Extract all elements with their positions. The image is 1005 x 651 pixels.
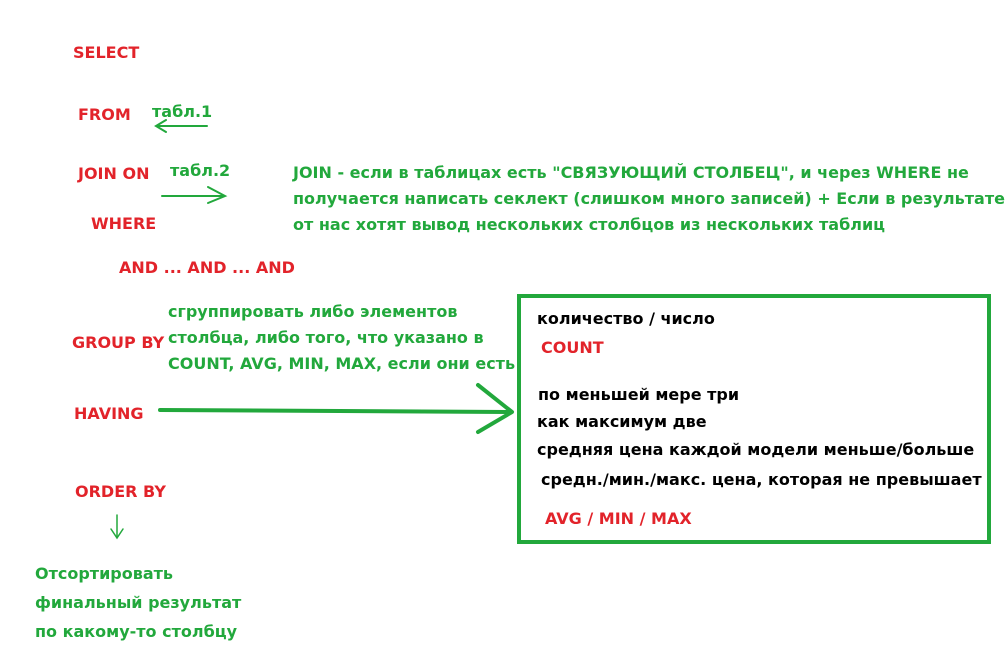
- box-at-most-two: как максимум две: [537, 412, 707, 431]
- join-note-line: получается написать секлект (слишком мно…: [293, 189, 1005, 208]
- having-arrow-icon: [158, 383, 514, 434]
- join-arrow-icon: [161, 186, 228, 204]
- join-note: JOIN - если в таблицах есть "СВЯЗУЮЩИЙ С…: [293, 160, 1005, 238]
- keyword-group-by: GROUP BY: [72, 333, 165, 352]
- box-quantity: количество / число: [537, 309, 715, 328]
- order-note-line: Отсортировать: [35, 564, 174, 583]
- keyword-where: WHERE: [91, 214, 157, 233]
- group-note: сгруппировать либо элементов столбца, ли…: [168, 299, 515, 377]
- box-agg-funcs: AVG / MIN / MAX: [545, 509, 692, 528]
- having-box: [517, 294, 991, 544]
- keyword-having: HAVING: [74, 404, 144, 423]
- note-table2: табл.2: [170, 161, 231, 180]
- join-note-line: от нас хотят вывод нескольких столбцов и…: [293, 215, 886, 234]
- box-avg-price: средняя цена каждой модели меньше/больше: [537, 440, 975, 459]
- order-note: Отсортировать финальный результат по как…: [35, 559, 241, 646]
- keyword-join-on: JOIN ON: [78, 164, 150, 183]
- group-note-line: COUNT, AVG, MIN, MAX, если они есть: [168, 354, 516, 373]
- group-note-line: столбца, либо того, что указано в: [168, 328, 484, 347]
- group-note-line: сгруппировать либо элементов: [168, 302, 458, 321]
- keyword-and-chain: AND ... AND ... AND: [119, 258, 295, 277]
- note-table1: табл.1: [152, 102, 213, 121]
- join-note-line: JOIN - если в таблицах есть "СВЯЗУЮЩИЙ С…: [293, 163, 969, 182]
- order-note-line: по какому-то столбцу: [35, 622, 238, 641]
- keyword-from: FROM: [78, 105, 131, 124]
- box-agg-price: средн./мин./макс. цена, которая не превы…: [541, 470, 982, 489]
- box-at-least-three: по меньшей мере три: [538, 385, 740, 404]
- from-arrow-icon: [154, 119, 208, 133]
- box-count: COUNT: [541, 338, 604, 357]
- order-note-line: финальный результат: [35, 593, 242, 612]
- order-down-arrow-icon: [110, 514, 124, 540]
- keyword-select: SELECT: [73, 43, 140, 62]
- keyword-order-by: ORDER BY: [75, 482, 166, 501]
